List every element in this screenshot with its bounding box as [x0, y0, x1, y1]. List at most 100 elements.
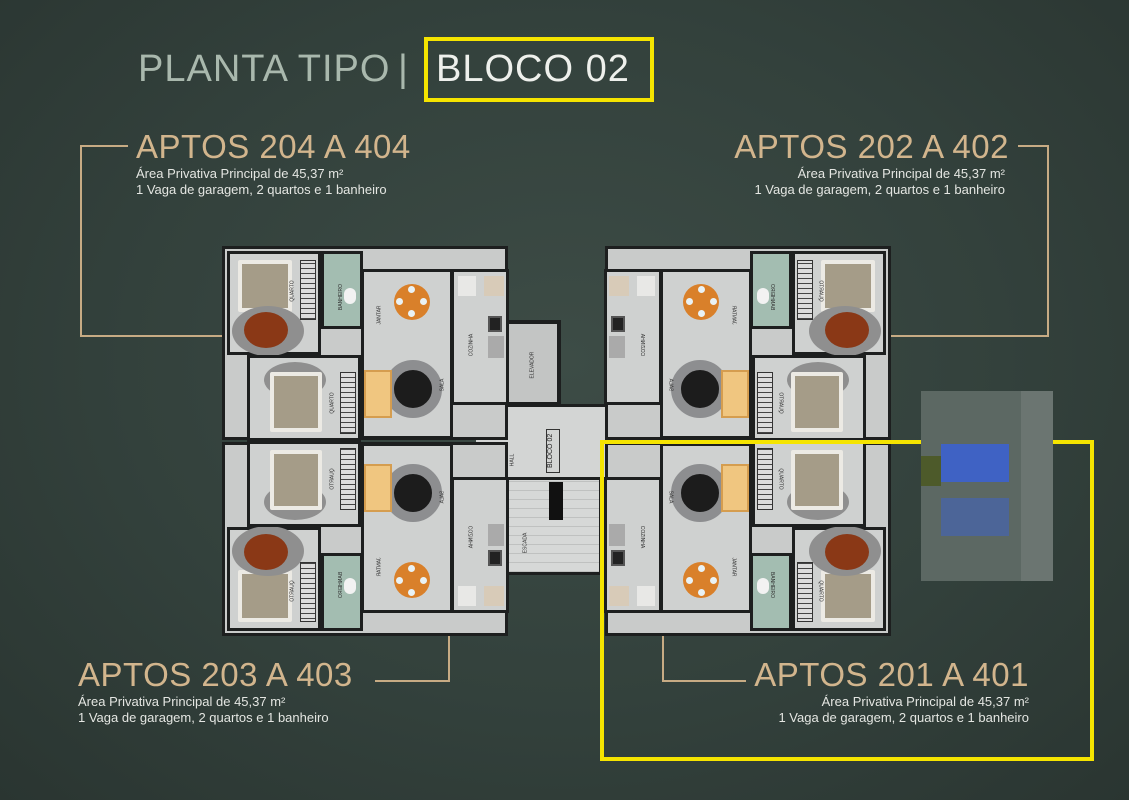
toilet [757, 288, 769, 304]
coffee-table [384, 464, 442, 522]
kitchen: COZINHA [604, 269, 662, 405]
room-label: QUARTO [289, 280, 296, 302]
bathroom: BANHEIRO [750, 251, 792, 329]
callout-line [448, 600, 450, 682]
callout-line [662, 620, 664, 682]
coffee-table [384, 360, 442, 418]
chair [408, 565, 415, 572]
chair [710, 298, 717, 305]
closet [757, 372, 773, 434]
fridge [458, 276, 476, 296]
bedroom-1: QUARTO [227, 526, 321, 631]
room-label: BANHEIRO [338, 283, 345, 311]
living-dining: JANTAR SALA [660, 269, 752, 439]
closet [340, 448, 356, 510]
callout-line [375, 680, 450, 682]
chair [420, 298, 427, 305]
minimap-unit [941, 444, 975, 482]
room-label: QUARTO [289, 580, 296, 602]
sink [488, 524, 504, 546]
sink [488, 336, 504, 358]
elevator: ELEVADOR [505, 320, 561, 406]
fridge [458, 586, 476, 606]
chair [396, 298, 403, 305]
closet [300, 260, 316, 320]
room-label: COZINHA [468, 333, 475, 357]
bed [238, 570, 292, 622]
chair [408, 310, 415, 317]
room-label: SALA [439, 490, 446, 504]
living-dining: JANTAR SALA [361, 443, 453, 613]
rug [244, 534, 288, 570]
room-label: QUARTO [777, 392, 784, 414]
room-label: COZINHA [468, 525, 475, 549]
block-title: BLOCO 02 [436, 48, 630, 90]
chair [698, 286, 705, 293]
apt-title: APTOS 202 A 402 [734, 128, 1009, 165]
callout-line [1047, 145, 1049, 337]
page-title: PLANTA TIPO [138, 48, 391, 90]
apt-features: 1 Vaga de garagem, 2 quartos e 1 banheir… [78, 710, 329, 725]
bedroom-2: QUARTO [247, 355, 361, 441]
minimap-unit [975, 444, 1009, 482]
kitchen: COZINHA [451, 269, 509, 405]
apt-area: Área Privativa Principal de 45,37 m² [797, 166, 1005, 181]
toilet [344, 288, 356, 304]
bed [270, 450, 322, 510]
chair [396, 577, 403, 584]
closet [300, 562, 316, 622]
stair-shaft [549, 482, 563, 520]
room-label: SALA [667, 378, 674, 392]
rug [825, 312, 869, 348]
room-label: JANTAR [376, 557, 383, 577]
apt-title: APTOS 201 A 401 [754, 656, 1029, 693]
apt-label-203-403: APTOS 203 A 403 Área Privativa Principal… [78, 656, 353, 726]
room-label: BANHEIRO [338, 571, 345, 599]
room-label: SALA [439, 378, 446, 392]
bed [270, 372, 322, 432]
bathroom: BANHEIRO [321, 553, 363, 631]
apt-features: 1 Vaga de garagem, 2 quartos e 1 banheir… [136, 182, 387, 197]
apt-label-201-401: APTOS 201 A 401 Área Privativa Principal… [754, 656, 1029, 726]
laundry [484, 586, 504, 606]
laundry [609, 276, 629, 296]
stairs: ESCADA [506, 477, 602, 575]
room-label: QUARTO [329, 468, 336, 490]
chair [698, 310, 705, 317]
highlight-box-apt-201-401 [600, 440, 1094, 761]
bed [821, 260, 875, 312]
bedroom-1: QUARTO [792, 251, 886, 356]
fridge [637, 276, 655, 296]
callout-line [1018, 145, 1049, 147]
room-label: BANHEIRO [768, 283, 775, 311]
laundry [484, 276, 504, 296]
sofa [721, 370, 749, 418]
apt-label-202-402: APTOS 202 A 402 Área Privativa Principal… [734, 128, 1009, 198]
sofa [364, 464, 392, 512]
closet [797, 260, 813, 320]
bed [238, 260, 292, 312]
callout-line [80, 145, 128, 147]
stairs-label: ESCADA [522, 532, 529, 554]
apt-area: Área Privativa Principal de 45,37 m² [136, 166, 344, 181]
chair [420, 577, 427, 584]
apt-202-402: QUARTO BANHEIRO JANTAR SALA COZINHA QUAR… [604, 246, 891, 441]
room-label: JANTAR [376, 305, 383, 325]
block-highlight-box [424, 37, 654, 102]
room-label: COZINHA [638, 333, 645, 357]
minimap-green-area [921, 456, 941, 486]
apt-204-404: QUARTO BANHEIRO JANTAR SALA COZINHA QUAR… [222, 246, 509, 441]
living-dining: JANTAR SALA [361, 269, 453, 439]
minimap-unit [975, 498, 1009, 536]
apt-features: 1 Vaga de garagem, 2 quartos e 1 banheir… [778, 710, 1029, 725]
callout-line [80, 335, 226, 337]
bedroom-2: QUARTO [752, 355, 866, 441]
apt-label-204-404: APTOS 204 A 404 Área Privativa Principal… [136, 128, 411, 198]
bedroom-2: QUARTO [247, 441, 361, 527]
site-location-map [921, 391, 1053, 581]
bed [791, 372, 843, 432]
apt-title: APTOS 204 A 404 [136, 128, 411, 165]
sink [609, 336, 625, 358]
room-label: JANTAR [730, 305, 737, 325]
chair [686, 298, 693, 305]
